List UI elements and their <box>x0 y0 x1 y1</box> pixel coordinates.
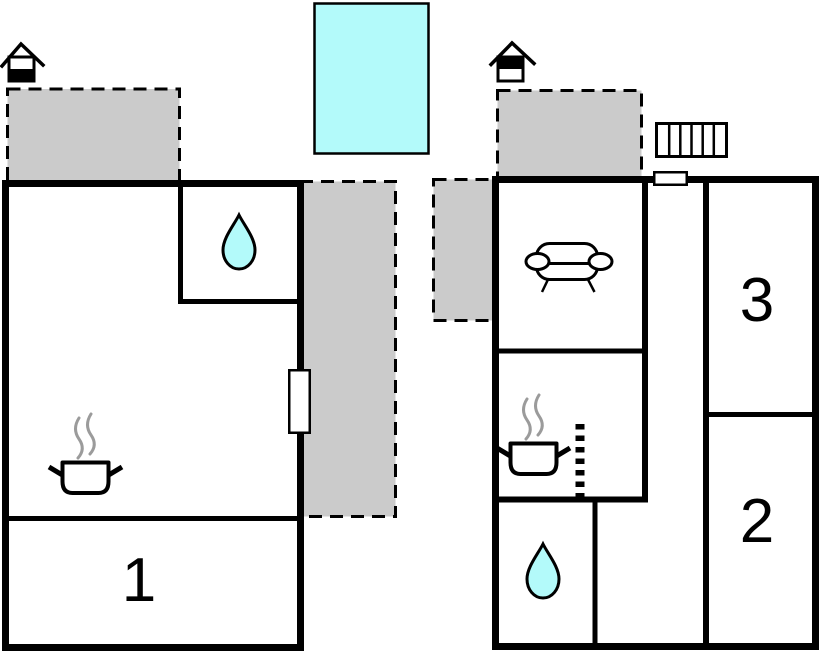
house-icon <box>0 41 46 83</box>
room-3-label: 3 <box>740 266 774 335</box>
terrace-middle <box>432 178 497 322</box>
sofa-icon <box>524 242 614 293</box>
room-1-label: 1 <box>122 546 156 615</box>
steps-icon <box>655 122 728 158</box>
pool <box>313 2 430 155</box>
house-icon <box>488 40 537 83</box>
door-marker <box>288 369 311 434</box>
terrace-right-building-north <box>496 89 643 184</box>
room-2-label: 2 <box>740 487 774 556</box>
building-right <box>492 171 819 650</box>
building-left <box>2 180 311 651</box>
door-marker <box>653 171 688 186</box>
terrace-left-building-east <box>298 180 397 518</box>
terrace-top-left <box>6 87 181 185</box>
